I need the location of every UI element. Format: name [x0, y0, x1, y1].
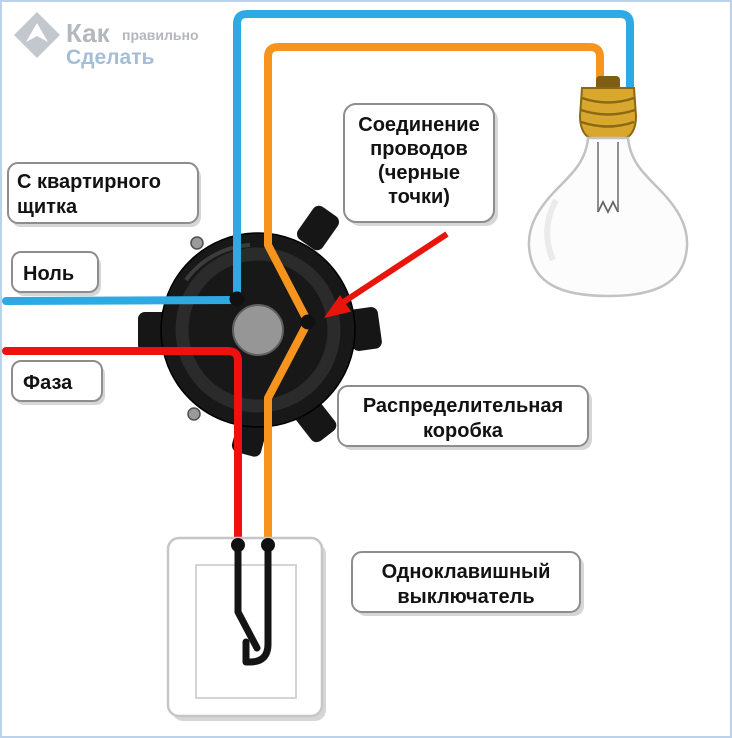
light-bulb [527, 76, 689, 298]
junction-box-screw-top [190, 236, 204, 250]
label-phase: Фаза [11, 360, 105, 405]
label-neutral-box [11, 251, 99, 293]
label-panel-line2: щитка [17, 196, 78, 218]
label-junction-line2: коробка [423, 420, 504, 442]
neutral-wire-from-panel [2, 296, 241, 305]
switch-terminal-dot-left [231, 538, 245, 552]
bulb-thread-1 [581, 96, 635, 104]
pointer-arrow-head [324, 295, 352, 318]
bulb-glass [527, 136, 689, 298]
phase-wire [2, 347, 242, 549]
watermark-brand-mid: правильно [122, 27, 199, 43]
switch [166, 536, 326, 721]
label-panel: С квартирного щитка [7, 162, 201, 227]
label-junction-line1: Распределительная [363, 395, 563, 417]
switch-contact-hook [242, 541, 272, 666]
watermark-logo: Как правильно Сделать [14, 12, 199, 69]
label-switch-line1: Одноклавишный [382, 561, 551, 583]
bulb-glass-highlight [544, 198, 559, 262]
label-connection-line3: (черные [378, 162, 460, 184]
label-neutral: Ноль [11, 251, 101, 296]
switched-wire-to-switch [264, 318, 312, 549]
junction-box-center-cap [232, 304, 284, 356]
junction-box-stub-right [348, 307, 382, 351]
bulb-top-contact [596, 76, 620, 90]
junction-box-stub-top [296, 205, 340, 251]
label-connection-line2: проводов [370, 138, 468, 160]
logo-arrow-icon [26, 23, 48, 42]
connection-dot-switched [300, 314, 316, 330]
switch-terminal-dot-right [261, 538, 275, 552]
connection-dot-neutral [229, 291, 245, 307]
label-connection-line4: точки) [388, 186, 450, 208]
switched-wire-to-lamp [264, 43, 604, 326]
watermark-brand-bottom: Сделать [66, 46, 154, 69]
label-junction-box-bg [337, 385, 589, 447]
label-switch-line2: выключатель [397, 586, 534, 608]
label-connection-line1: Соединение [358, 114, 479, 136]
junction-box-stub-left [138, 312, 168, 352]
label-connection: Соединение проводов (черные точки) [343, 103, 498, 226]
neutral-wire-to-lamp [233, 10, 634, 304]
label-phase-text: Фаза [23, 372, 73, 394]
switch-contact-blade [234, 541, 261, 652]
label-switch-box [351, 551, 581, 613]
junction-box-highlight [184, 243, 251, 282]
pointer-arrow [324, 231, 449, 318]
junction-box-lid-ring [175, 247, 341, 413]
label-neutral-text: Ноль [23, 263, 74, 285]
label-phase-box [11, 360, 103, 402]
label-connection-box [343, 103, 495, 223]
pointer-arrow-shaft [340, 231, 449, 306]
label-switch: Одноклавишный выключатель [351, 551, 584, 616]
bulb-thread-2 [580, 108, 636, 116]
label-panel-box [7, 162, 199, 224]
junction-box-screw-bottom [187, 407, 201, 421]
junction-box [138, 205, 382, 457]
bulb-thread-3 [580, 120, 635, 128]
watermark-brand-top: Как [66, 18, 111, 48]
label-panel-line1: С квартирного [17, 171, 161, 193]
bulb-stem-wires [597, 142, 619, 212]
label-junction-box: Распределительная коробка [337, 385, 592, 450]
bulb-filament [597, 199, 619, 215]
